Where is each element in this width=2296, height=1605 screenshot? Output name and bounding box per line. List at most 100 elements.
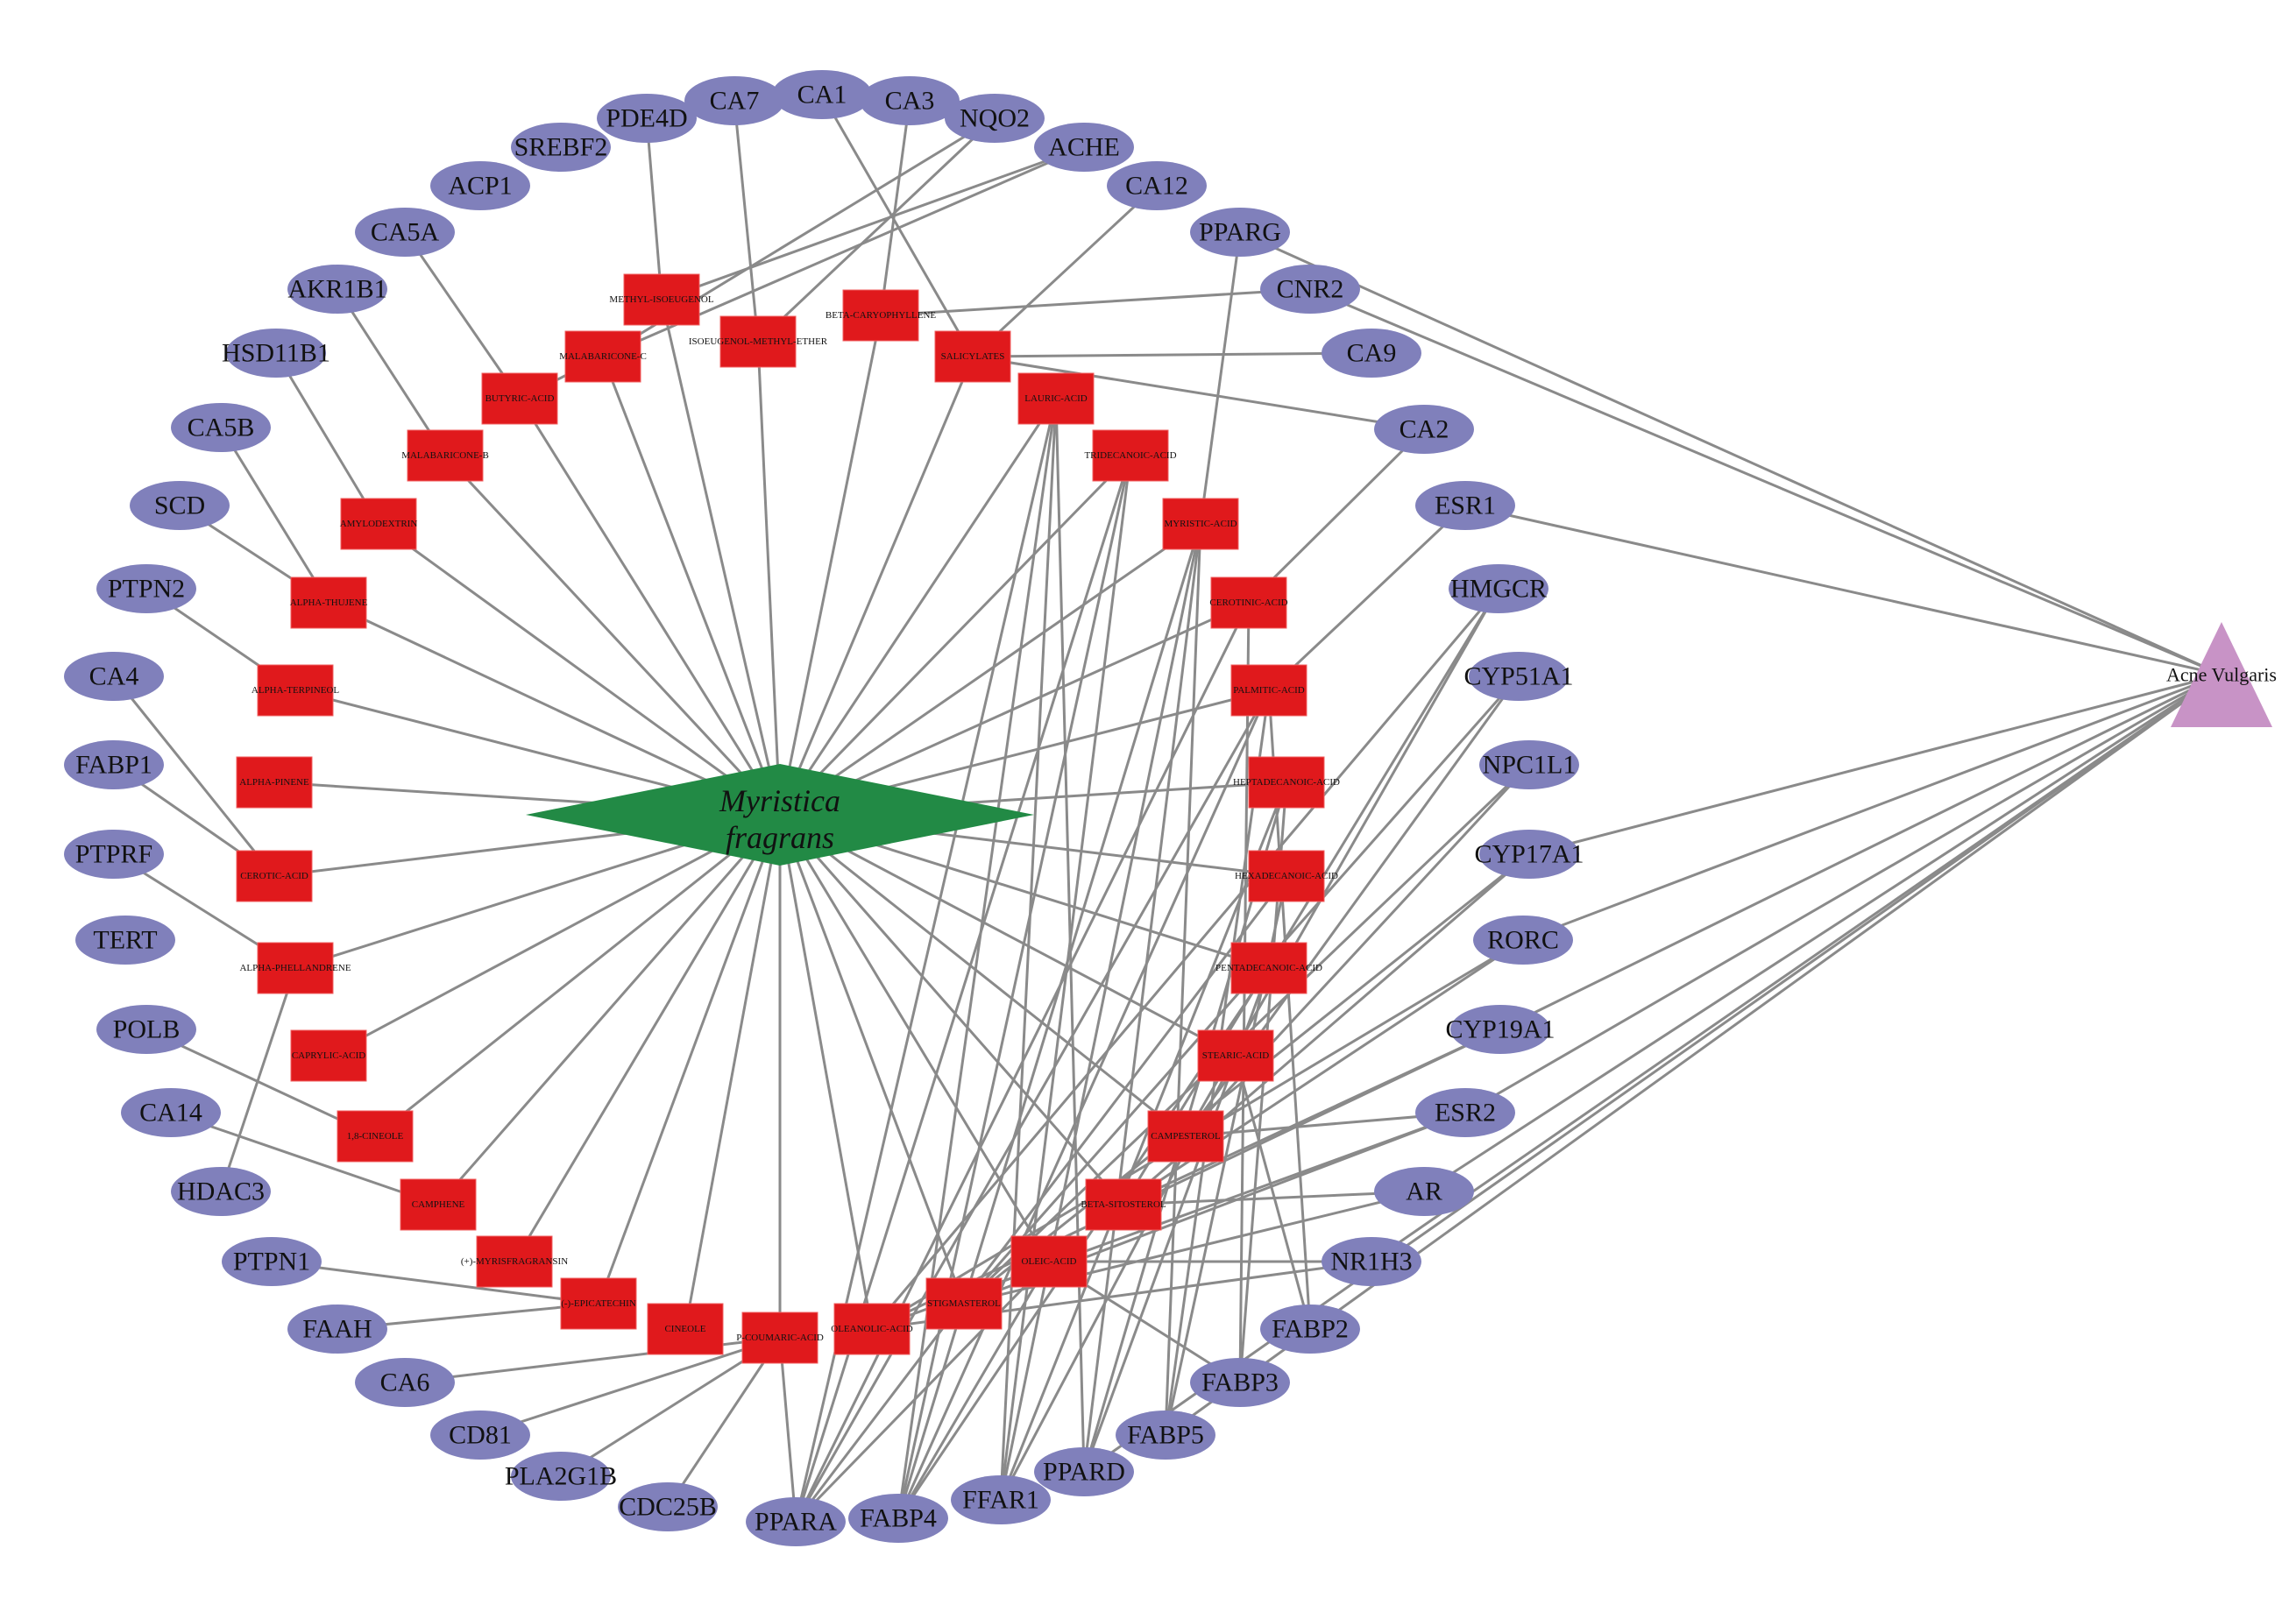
target-node[interactable]: CA7 — [684, 76, 784, 125]
edge — [1309, 287, 2222, 676]
compound-node[interactable]: BETA-SITOSTEROL — [1081, 1178, 1166, 1231]
compound-node[interactable]: ALPHA-PINENE — [236, 756, 313, 809]
target-node[interactable]: HDAC3 — [171, 1167, 271, 1216]
target-node[interactable]: FFAR1 — [951, 1475, 1051, 1524]
edge — [1239, 230, 2222, 676]
compound-node[interactable]: SALICYLATES — [934, 330, 1011, 383]
target-node[interactable]: PDE4D — [597, 94, 697, 143]
target-node[interactable]: CYP19A1 — [1445, 1005, 1555, 1054]
target-node[interactable]: CYP51A1 — [1463, 652, 1574, 701]
compound-node[interactable]: MALABARICONE-C — [559, 330, 647, 383]
target-node[interactable]: CA3 — [860, 76, 960, 125]
target-label: CA7 — [710, 87, 760, 116]
target-node[interactable]: FABP2 — [1260, 1305, 1360, 1354]
target-node[interactable]: FABP5 — [1116, 1411, 1215, 1460]
compound-box — [1147, 1110, 1224, 1163]
compound-node[interactable]: CEROTIC-ACID — [236, 850, 313, 902]
target-ellipse — [430, 1411, 530, 1460]
edge — [779, 601, 1250, 817]
compound-node[interactable]: MYRISTIC-ACID — [1162, 498, 1239, 550]
target-node[interactable]: FABP1 — [64, 740, 164, 789]
target-node[interactable]: PTPN2 — [96, 564, 196, 613]
target-node[interactable]: PLA2G1B — [505, 1452, 617, 1501]
target-node[interactable]: CA4 — [64, 652, 164, 701]
target-node[interactable]: PPARG — [1190, 208, 1290, 257]
target-node[interactable]: AR — [1374, 1167, 1474, 1216]
target-node[interactable]: ACHE — [1034, 123, 1134, 172]
compound-node[interactable]: HEPTADECANOIC-ACID — [1233, 756, 1340, 809]
compound-node[interactable]: BUTYRIC-ACID — [481, 372, 558, 425]
compound-node[interactable]: 1,8-CINEOLE — [337, 1110, 414, 1163]
compound-node[interactable]: CEROTINIC-ACID — [1209, 576, 1288, 629]
target-node[interactable]: HMGCR — [1449, 564, 1548, 613]
target-node[interactable]: CA9 — [1322, 329, 1421, 378]
compound-node[interactable]: MALABARICONE-B — [401, 429, 489, 482]
target-node[interactable]: CD81 — [430, 1411, 530, 1460]
target-label: CA5A — [371, 218, 440, 247]
compound-node[interactable]: ALPHA-TERPINEOL — [252, 664, 339, 717]
target-node[interactable]: CA12 — [1107, 161, 1207, 210]
edge — [896, 398, 1058, 1519]
target-node[interactable]: PPARA — [746, 1497, 846, 1546]
target-node[interactable]: SREBF2 — [511, 123, 611, 172]
compound-node[interactable]: (+)-MYRISFRAGRANSIN — [461, 1235, 568, 1288]
target-node[interactable]: ESR2 — [1415, 1088, 1515, 1137]
target-node[interactable]: HSD11B1 — [222, 329, 330, 378]
target-node[interactable]: CA5A — [355, 208, 455, 257]
target-node[interactable]: SCD — [130, 481, 230, 530]
target-node[interactable]: NQO2 — [945, 94, 1045, 143]
target-node[interactable]: NR1H3 — [1322, 1237, 1421, 1286]
target-node[interactable]: POLB — [96, 1005, 196, 1054]
compound-node[interactable]: AMYLODEXTRIN — [340, 498, 418, 550]
target-node[interactable]: CA5B — [171, 403, 271, 452]
compound-node[interactable]: ISOEUGENOL-METHYL-ETHER — [689, 315, 828, 368]
target-node[interactable]: NPC1L1 — [1479, 740, 1579, 789]
disease-node[interactable]: Acne Vulgaris — [2166, 622, 2277, 727]
compound-node[interactable]: LAURIC-ACID — [1017, 372, 1095, 425]
target-node[interactable]: TERT — [75, 916, 175, 965]
target-node[interactable]: PTPN1 — [222, 1237, 322, 1286]
herb-node[interactable]: Myristica fragrans — [526, 764, 1034, 866]
compound-node[interactable]: PENTADECANOIC-ACID — [1215, 942, 1322, 994]
compound-node[interactable]: ALPHA-THUJENE — [290, 576, 368, 629]
target-node[interactable]: FABP4 — [848, 1494, 948, 1543]
compound-node[interactable]: CINEOLE — [647, 1303, 724, 1355]
compound-node[interactable]: P-COUMARIC-ACID — [736, 1312, 824, 1364]
target-node[interactable]: CYP17A1 — [1474, 830, 1584, 879]
target-node[interactable]: CNR2 — [1260, 265, 1360, 314]
target-node[interactable]: FAAH — [287, 1305, 387, 1354]
target-node[interactable]: CA1 — [772, 70, 872, 119]
compound-node[interactable]: ALPHA-PHELLANDRENE — [239, 942, 351, 994]
edge — [779, 813, 1237, 1057]
compound-node[interactable]: (-)-EPICATECHIN — [560, 1277, 637, 1330]
target-node[interactable]: CDC25B — [618, 1482, 718, 1531]
target-node[interactable]: PPARD — [1034, 1447, 1134, 1496]
target-node[interactable]: CA2 — [1374, 405, 1474, 454]
compound-node[interactable]: STIGMASTEROL — [925, 1277, 1003, 1330]
target-node[interactable]: FABP3 — [1190, 1358, 1290, 1407]
target-ellipse — [1190, 208, 1290, 257]
compound-node[interactable]: PALMITIC-ACID — [1230, 664, 1307, 717]
target-label: CNR2 — [1277, 275, 1344, 304]
target-node[interactable]: RORC — [1473, 916, 1573, 965]
compound-node[interactable]: CAMPHENE — [400, 1178, 477, 1231]
disease-label: Acne Vulgaris — [2166, 664, 2277, 686]
target-node[interactable]: PTPRF — [64, 830, 164, 879]
compound-node[interactable]: OLEANOLIC-ACID — [831, 1303, 913, 1355]
compound-node[interactable]: STEARIC-ACID — [1197, 1029, 1274, 1082]
target-node[interactable]: ESR1 — [1415, 481, 1515, 530]
compound-box — [1230, 942, 1307, 994]
compound-node[interactable]: OLEIC-ACID — [1010, 1235, 1088, 1288]
compound-node[interactable]: CAMPESTEROL — [1147, 1110, 1224, 1163]
compound-node[interactable]: HEXADECANOIC-ACID — [1235, 850, 1338, 902]
target-label: CDC25B — [619, 1493, 717, 1522]
target-node[interactable]: ACP1 — [430, 161, 530, 210]
compound-node[interactable]: BETA-CARYOPHYLLENE — [826, 289, 937, 342]
compound-node[interactable]: CAPRYLIC-ACID — [290, 1029, 367, 1082]
target-node[interactable]: AKR1B1 — [287, 265, 387, 314]
target-node[interactable]: CA14 — [121, 1088, 221, 1137]
target-node[interactable]: CA6 — [355, 1358, 455, 1407]
compound-node[interactable]: METHYL-ISOEUGENOL — [609, 273, 714, 326]
compound-box — [481, 372, 558, 425]
compound-node[interactable]: TRIDECANOIC-ACID — [1084, 429, 1177, 482]
